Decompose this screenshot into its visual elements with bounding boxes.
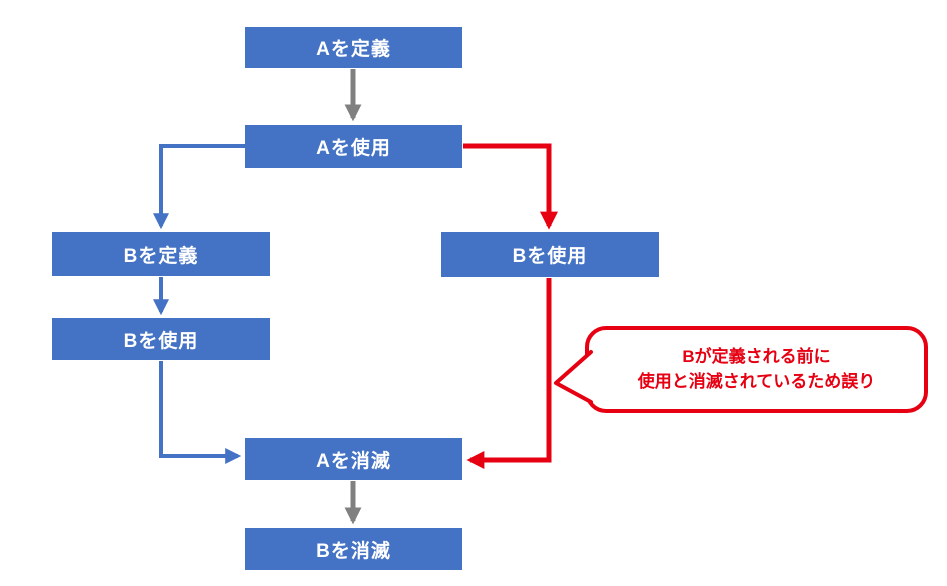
node-b-destroy-label: Bを消滅: [316, 540, 391, 562]
node-a-destroy: Aを消滅: [245, 438, 462, 480]
error-callout-line2: 使用と消滅されているため誤り: [637, 371, 876, 391]
arrow-a-use-to-b-define: [153, 144, 245, 230]
node-b-use-right-label: Bを使用: [512, 246, 588, 267]
error-callout-text: Bが定義される前に 使用と消滅されているため誤り: [587, 328, 926, 411]
node-a-define: Aを定義: [245, 27, 462, 68]
node-a-use: Aを使用: [245, 125, 462, 168]
node-a-define-label: Aを定義: [316, 39, 391, 60]
node-b-define-label: Bを定義: [123, 245, 199, 267]
node-a-destroy-label: Aを消滅: [316, 450, 391, 472]
node-b-use-left: Bを使用: [52, 318, 270, 360]
error-callout-tail: [554, 350, 593, 404]
error-callout-line1: Bが定義される前に: [682, 346, 831, 366]
node-b-use-left-label: Bを使用: [123, 330, 199, 352]
arrow-b-use-to-a-destroy-error: [466, 278, 552, 469]
node-b-define: Bを定義: [52, 232, 270, 276]
node-a-use-label: Aを使用: [316, 138, 391, 159]
node-b-destroy: Bを消滅: [245, 528, 462, 570]
node-b-use-right: Bを使用: [441, 232, 659, 277]
arrow-a-use-to-b-use-error: [463, 143, 558, 230]
arrow-b-use-to-a-destroy: [159, 361, 242, 464]
